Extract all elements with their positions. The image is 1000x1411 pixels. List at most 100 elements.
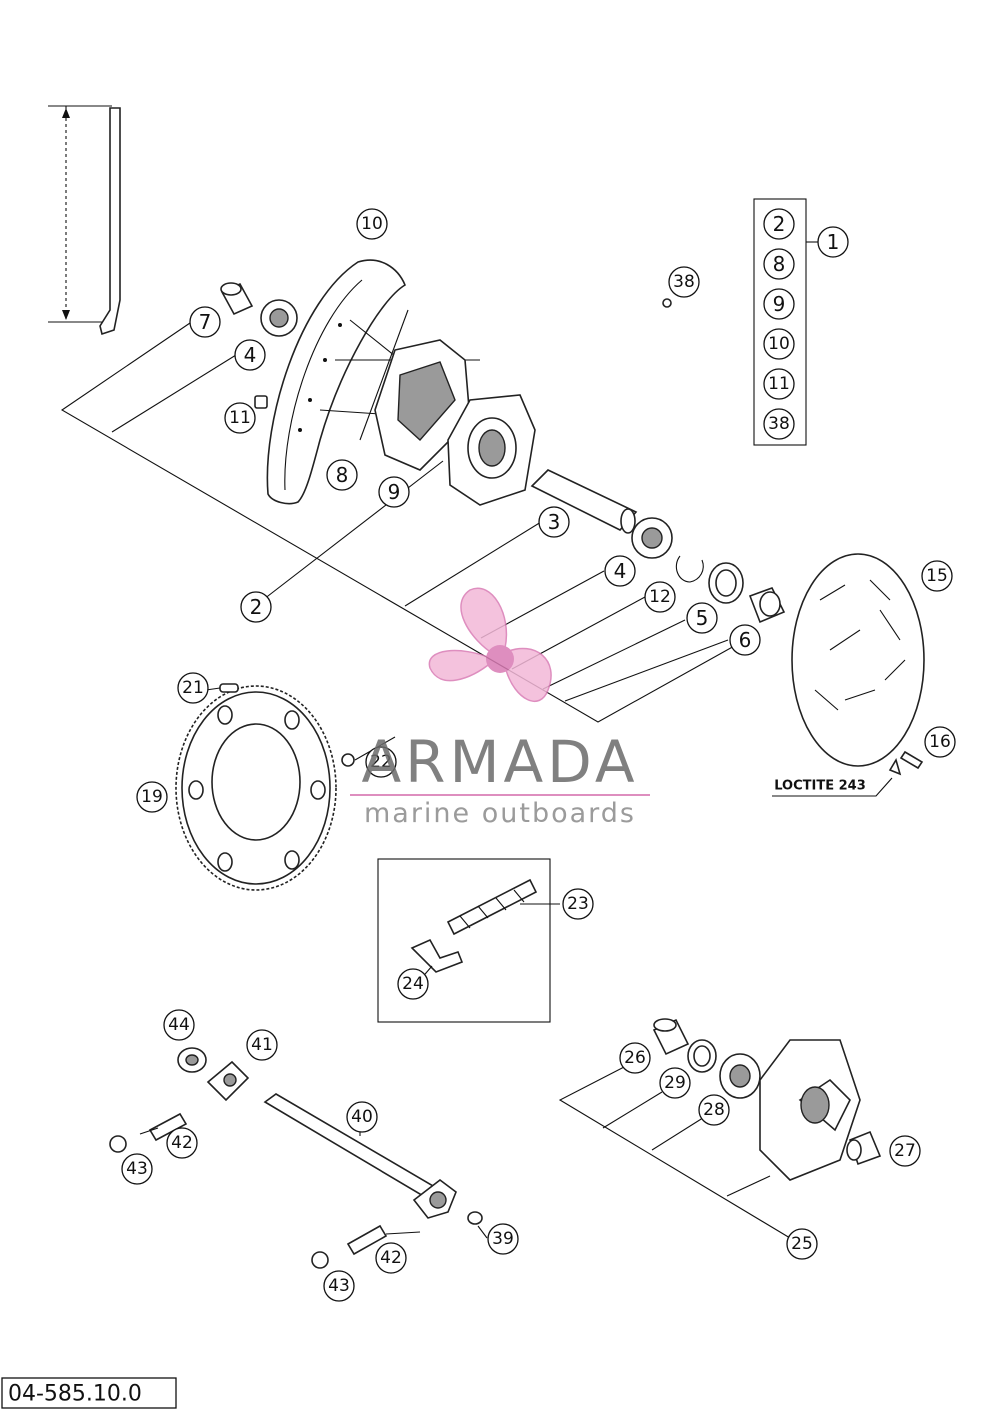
kit-item: 10 (763, 328, 795, 360)
adjuster-screw-42a (148, 1112, 188, 1142)
svg-text:29: 29 (664, 1073, 686, 1093)
callout-44: 44 (163, 1009, 195, 1041)
svg-text:28: 28 (703, 1100, 725, 1120)
callout-42: 42 (375, 1242, 407, 1274)
brake-disc-15 (791, 553, 925, 767)
sprocket-carrier-25 (759, 1039, 861, 1181)
svg-text:marine outboards: marine outboards (364, 798, 636, 829)
chain-box (377, 858, 560, 1023)
callout-5: 5 (686, 602, 718, 634)
callout-26: 26 (619, 1042, 651, 1074)
callout-25: 25 (786, 1228, 818, 1260)
kit-item: 8 (763, 248, 795, 280)
svg-text:LOCTITE 243: LOCTITE 243 (774, 779, 866, 794)
svg-text:41: 41 (251, 1035, 273, 1055)
svg-text:21: 21 (182, 678, 204, 698)
svg-text:22: 22 (370, 752, 392, 772)
svg-text:15: 15 (926, 566, 948, 586)
callout-8: 8 (326, 459, 358, 491)
callout-15: 15 (921, 560, 953, 592)
svg-text:2: 2 (250, 595, 263, 619)
svg-text:ARMADA: ARMADA (361, 728, 638, 796)
callout-22: 22 (365, 746, 397, 778)
callout-leaders (139, 687, 488, 1239)
spacer-tube-3 (530, 469, 638, 534)
svg-text:3: 3 (548, 510, 561, 534)
diagram-reference: 04-585.10.0 (1, 1377, 177, 1409)
svg-text:12: 12 (649, 587, 671, 607)
spacer-6 (748, 587, 786, 624)
disc-screw-16 (888, 750, 924, 776)
svg-text:25: 25 (791, 1234, 813, 1254)
shaft-seal-5 (708, 562, 744, 604)
svg-text:24: 24 (402, 974, 424, 994)
adjuster-screw-42b (346, 1224, 388, 1256)
callout-12: 12 (644, 581, 676, 613)
svg-text:4: 4 (244, 343, 257, 367)
callout-28: 28 (698, 1094, 730, 1126)
leader-lines-bottom (558, 1065, 801, 1245)
callout-24: 24 (397, 968, 429, 1000)
spoke-dimension (48, 105, 121, 336)
armada-watermark: ARMADA marine outboards (350, 587, 650, 829)
callout-43: 43 (121, 1153, 153, 1185)
kit-callout: 1 (817, 226, 849, 258)
callout-43: 43 (323, 1270, 355, 1302)
axle-washer-39 (467, 1211, 483, 1225)
rear-hub (374, 339, 536, 506)
svg-text:4: 4 (614, 559, 627, 583)
svg-text:11: 11 (768, 374, 790, 394)
kit-item: 9 (763, 288, 795, 320)
shaft-seal-29 (687, 1039, 717, 1073)
axle-40 (263, 1093, 457, 1219)
kit-item: 11 (763, 368, 795, 400)
spacer-26 (652, 1018, 690, 1056)
svg-text:2: 2 (773, 212, 786, 236)
kit-item: 38 (763, 408, 795, 440)
callout-16: 16 (924, 726, 956, 758)
svg-text:11: 11 (229, 408, 251, 428)
kit-box: 2 8 9 10 11 38 1 (753, 198, 849, 446)
adjuster-nut-43a (109, 1135, 127, 1153)
svg-text:39: 39 (492, 1229, 514, 1249)
callout-29: 29 (659, 1067, 691, 1099)
callout-11: 11 (224, 402, 256, 434)
svg-text:16: 16 (929, 732, 951, 752)
bearing-4-lower (631, 517, 673, 559)
propeller-logo (428, 587, 552, 702)
callout-23: 23 (562, 888, 594, 920)
callout-7: 7 (189, 306, 221, 338)
svg-text:40: 40 (351, 1107, 373, 1127)
callout-42: 42 (166, 1127, 198, 1159)
callout-41: 41 (246, 1029, 278, 1061)
svg-text:04-585.10.0: 04-585.10.0 (8, 1382, 142, 1407)
svg-text:38: 38 (768, 414, 790, 434)
svg-text:19: 19 (141, 787, 163, 807)
loctite-note: LOCTITE 243 (772, 777, 893, 797)
callout-27: 27 (889, 1135, 921, 1167)
svg-text:10: 10 (768, 334, 790, 354)
svg-text:9: 9 (773, 292, 786, 316)
svg-text:10: 10 (361, 214, 383, 234)
callout-19: 19 (136, 781, 168, 813)
sprocket-bolt-21 (219, 683, 239, 693)
callout-39: 39 (487, 1223, 519, 1255)
damper-27 (846, 1130, 882, 1166)
svg-text:43: 43 (126, 1159, 148, 1179)
svg-text:6: 6 (739, 628, 752, 652)
adjuster-nut-43b (311, 1251, 329, 1269)
svg-text:1: 1 (827, 230, 840, 254)
svg-text:42: 42 (380, 1248, 402, 1268)
callout-2: 2 (240, 591, 272, 623)
rear-wheel-rim (266, 259, 480, 505)
callout-40: 40 (346, 1101, 378, 1133)
callout-6: 6 (729, 624, 761, 656)
svg-text:43: 43 (328, 1276, 350, 1296)
spacer-bushing-7 (220, 282, 254, 316)
callouts: 10 7 4 11 8 9 38 3 2 4 12 5 6 15 16 21 2… (121, 208, 956, 1302)
svg-text:9: 9 (388, 480, 401, 504)
svg-text:8: 8 (336, 463, 349, 487)
callout-10: 10 (356, 208, 388, 240)
svg-text:42: 42 (171, 1133, 193, 1153)
